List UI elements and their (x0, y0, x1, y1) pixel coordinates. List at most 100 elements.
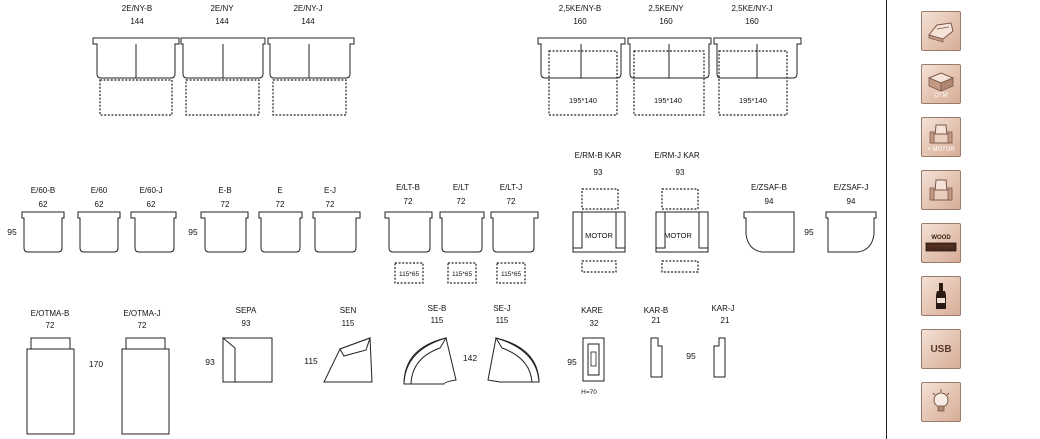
label-width: 62 (39, 200, 48, 209)
label-code: E/LT-J (500, 183, 523, 192)
label-width: 72 (138, 321, 147, 330)
sofa-2e-ny: 2E/NY 144 (180, 4, 266, 116)
label-width: 144 (215, 17, 229, 26)
usb-button[interactable]: USB (921, 329, 961, 369)
label-code: SEPA (236, 306, 257, 315)
sofa-bed-button[interactable] (921, 11, 961, 51)
unit-e60-b: E/60-B 62 (21, 186, 65, 253)
label-width: 94 (847, 197, 856, 206)
label-code: E/OTMA-B (31, 309, 70, 318)
label-code: 2,5KE/NY-B (559, 4, 601, 13)
unit-eotma-b: E/OTMA-B 72 (26, 309, 75, 435)
label-code: E/LT-B (396, 183, 420, 192)
unit-se-j: SE-J 115 (487, 304, 540, 383)
unit-sen: SEN 115 (323, 306, 373, 383)
motor-button[interactable]: + MOTOR (921, 117, 961, 157)
kare-height: H=70 (581, 389, 597, 396)
lamp-icon (932, 389, 950, 412)
label-width: 93 (594, 168, 603, 177)
sofa-2e-ny-b: 2E/NY-B 144 (92, 4, 180, 116)
depth-label: 95 (7, 227, 17, 237)
label-width: 72 (326, 200, 335, 209)
armchair-button[interactable] (921, 170, 961, 210)
usb-icon: USB (930, 343, 952, 355)
unit-elt-b: E/LT-B 72 115*65 (384, 183, 433, 284)
label-width: 72 (221, 200, 230, 209)
label-code: E (277, 186, 282, 195)
unit-e60: E/60 62 (77, 186, 121, 253)
unit-erm-j-kar: E/RM-J KAR 93 MOTOR (654, 151, 709, 273)
unit-e-b: E-B 72 (200, 186, 249, 253)
sofa-bed-icon (928, 22, 954, 43)
lamp-button[interactable] (921, 382, 961, 422)
button-caption: WOOD (931, 234, 951, 241)
label-width: 21 (721, 316, 730, 325)
label-width: 62 (95, 200, 104, 209)
sofa-2e-ny-j: 2E/NY-J 144 (267, 4, 355, 116)
label-width: 115 (431, 316, 444, 325)
label-code: 2,5KE/NY-J (731, 4, 772, 13)
button-caption: + MOTOR (927, 146, 955, 153)
label-code: KARE (581, 306, 603, 315)
unit-ezsaf-b: E/ZSAF-B 94 (743, 183, 795, 253)
label-width: 160 (745, 17, 759, 26)
storage-box-icon (927, 71, 955, 92)
label-code: KAR-B (644, 306, 668, 315)
wood-button[interactable]: WOOD (921, 223, 961, 263)
motor-label: MOTOR (664, 231, 692, 240)
sofa-25ke-ny-j: 2,5KE/NY-J 160 195*140 (713, 4, 802, 116)
wood-plank-icon (925, 242, 957, 251)
label-width: 72 (507, 197, 516, 206)
label-width: 115 (342, 319, 355, 328)
label-width: 72 (46, 321, 55, 330)
label-width: 144 (301, 17, 315, 26)
label-width: 93 (676, 168, 685, 177)
label-width: 160 (573, 17, 587, 26)
unit-sepa: SEPA 93 (222, 306, 273, 383)
depth-label: 115 (304, 356, 318, 366)
label-code: E/RM-J KAR (654, 151, 700, 160)
box-size: 115*65 (452, 271, 473, 278)
depth-label: 93 (205, 357, 215, 367)
unit-kare: KARE 32 95 H=70 (567, 306, 605, 396)
unit-eotma-j: E/OTMA-J 72 (121, 309, 170, 435)
bed-size: 195*140 (569, 96, 597, 105)
unit-e: E 72 (258, 186, 303, 253)
motor-armchair-icon (929, 124, 953, 143)
armchair-icon (929, 179, 953, 201)
button-caption: OTM (934, 92, 948, 99)
unit-ezsaf-j: E/ZSAF-J 94 (825, 183, 877, 253)
depth-label: 95 (188, 227, 198, 237)
depth-label: 95 (804, 227, 814, 237)
label-code: E/60 (91, 186, 108, 195)
bed-size: 195*140 (654, 96, 682, 105)
unit-kar-j: KAR-J 21 (711, 304, 735, 378)
label-code: 2,5KE/NY (648, 4, 684, 13)
box-size: 115*65 (399, 271, 420, 278)
label-width: 21 (652, 316, 661, 325)
label-code: SE-B (428, 304, 447, 313)
unit-kar-b: KAR-B 21 (644, 306, 668, 378)
unit-erm-b-kar: E/RM-B KAR 93 MOTOR (572, 151, 626, 273)
box-size: 115*65 (501, 271, 522, 278)
depth-label: 142 (463, 353, 477, 363)
unit-e60-j: E/60-J 62 (130, 186, 177, 253)
storage-otm-button[interactable]: OTM (921, 64, 961, 104)
sofa-25ke-ny: 2,5KE/NY 160 195*140 (627, 4, 712, 116)
unit-e-j: E-J 72 (312, 186, 361, 253)
label-code: SEN (340, 306, 357, 315)
label-width: 93 (242, 319, 251, 328)
motor-label: MOTOR (585, 231, 613, 240)
label-width: 115 (496, 316, 509, 325)
label-code: E/60-B (31, 186, 55, 195)
label-code: E/OTMA-J (123, 309, 160, 318)
unit-elt: E/LT 72 115*65 (439, 183, 485, 284)
label-code: E/ZSAF-B (751, 183, 787, 192)
label-width: 72 (404, 197, 413, 206)
label-width: 160 (659, 17, 673, 26)
label-code: E/LT (453, 183, 469, 192)
bottle-holder-button[interactable] (921, 276, 961, 316)
label-width: 72 (276, 200, 285, 209)
label-width: 94 (765, 197, 774, 206)
